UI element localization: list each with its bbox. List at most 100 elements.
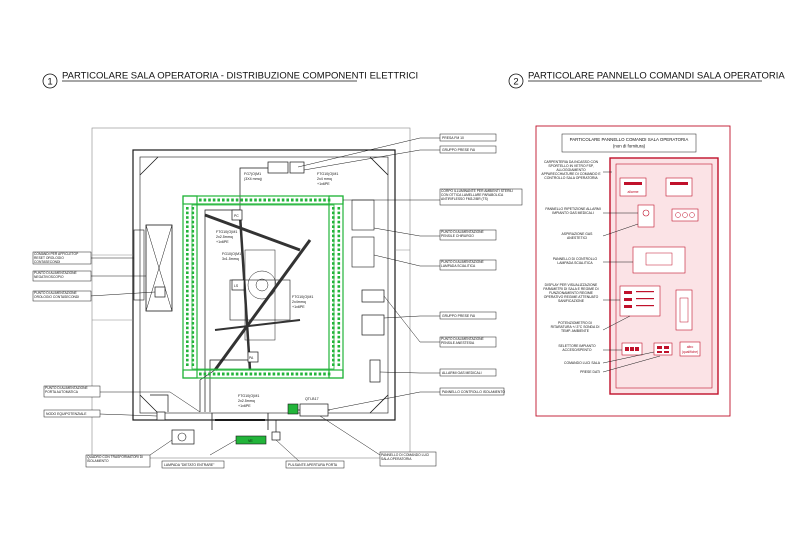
- light-cell: [191, 276, 195, 279]
- light-cell: [186, 303, 189, 307]
- label-quadro-trasformatori: QUADRO CON TRASFORMATORI DI ISOLAMENTO: [87, 455, 143, 463]
- left-number: 1: [47, 77, 52, 88]
- light-cell: [332, 326, 335, 330]
- light-cell: [337, 276, 341, 279]
- light-cell: [286, 372, 289, 376]
- alarm-panel-text: allarme: [627, 190, 638, 194]
- light-cell: [191, 280, 195, 284]
- light-cell: [186, 207, 189, 210]
- light-cell: [191, 271, 195, 274]
- light-cell: [337, 211, 341, 215]
- light-cell: [332, 308, 335, 311]
- light-cell: [332, 230, 335, 233]
- light-cell: [332, 349, 335, 353]
- leader: [100, 391, 201, 413]
- light-cell: [332, 345, 335, 348]
- light-cell: [203, 372, 207, 376]
- panel-title-box: [561, 133, 697, 153]
- outer-wall: [91, 127, 411, 459]
- light-cell: [186, 322, 189, 325]
- light-cell: [186, 243, 189, 247]
- light-cell: [199, 198, 202, 202]
- light-cell: [186, 345, 189, 348]
- pc-box: [231, 209, 243, 221]
- light-cell: [286, 198, 289, 202]
- light-cell: [191, 207, 195, 210]
- cabinet-inner: [615, 163, 713, 389]
- light-cell: [337, 207, 341, 210]
- light-cell: [191, 349, 195, 353]
- light-cell: [337, 354, 341, 357]
- right-number: 2: [513, 77, 518, 88]
- light-cell: [337, 248, 341, 251]
- light-cell: [191, 331, 195, 334]
- ceiling-light-cells: [186, 198, 341, 376]
- light-cell: [337, 262, 341, 265]
- light-cell: [291, 372, 294, 376]
- light-cell: [212, 372, 216, 376]
- light-cell: [327, 198, 331, 202]
- light-cell: [191, 211, 195, 215]
- light-cell: [222, 198, 225, 202]
- light-cell: [203, 198, 207, 202]
- light-cell: [191, 239, 195, 242]
- cable-label-5: FTG10(O)M1 2x4mmq +1x6PE: [292, 295, 313, 309]
- alarm-button-icons: [675, 212, 695, 218]
- cable-type: FG7(O)M1: [244, 172, 261, 176]
- vertical-display-screen: [679, 297, 689, 323]
- data-socket-ports: [657, 346, 669, 353]
- corner-tl: [139, 156, 159, 176]
- surgical-lamp-inner: [255, 278, 269, 292]
- gas-aspiration-knob: [642, 209, 650, 217]
- light-cell: [337, 216, 341, 219]
- light-cell: [332, 220, 335, 224]
- light-cell: [332, 271, 335, 274]
- label-aspirazione: ASPIRAZIONE GAS ANESTETICI: [562, 232, 593, 240]
- label-text: SELETTORE IMPIANTO ACCESO/SPENTO: [558, 344, 596, 353]
- floor-plan: [91, 127, 411, 459]
- leader: [383, 315, 440, 319]
- light-cell: [337, 349, 341, 353]
- light-cell: [186, 257, 189, 261]
- light-cell: [191, 294, 195, 297]
- light-cell: [186, 211, 189, 215]
- label-gruppo-prese-right: GRUPPO PRESE FAI: [442, 314, 475, 318]
- light-cell: [199, 372, 202, 376]
- socket-group-right-2: [361, 289, 385, 303]
- light-cell: [295, 198, 299, 202]
- left-title: PARTICOLARE SALA OPERATORIA - DISTRIBUZI…: [62, 71, 418, 82]
- clock-box: [154, 286, 166, 298]
- light-cell: [191, 257, 195, 261]
- isolation-panel-box: [299, 403, 329, 417]
- corner-tr: [369, 156, 389, 176]
- light-cell: [332, 239, 335, 242]
- light-cell: [186, 335, 189, 339]
- left-number-circle: [42, 73, 58, 89]
- tag-ls: LS: [234, 284, 239, 288]
- left-callouts: [89, 257, 301, 463]
- panel-leaders: [602, 171, 661, 373]
- pendant-arm: [214, 319, 301, 331]
- label-text: DISPLAY PER VISUALIZZAZIONE PARAMETRI DI…: [543, 283, 599, 304]
- light-cell: [332, 289, 335, 293]
- light-cell: [191, 216, 195, 219]
- light-cell: [309, 198, 312, 202]
- light-cell: [332, 225, 335, 228]
- light-cell: [332, 317, 335, 320]
- devices: [154, 161, 385, 445]
- leader: [602, 355, 661, 373]
- light-cell: [186, 234, 189, 238]
- cable-type: FTG10(O)M1: [292, 295, 313, 299]
- light-cell: [337, 266, 341, 270]
- light-cell: [191, 335, 195, 339]
- cable-pe: +1x6PE: [317, 182, 330, 186]
- light-cell: [186, 262, 189, 265]
- light-cell: [254, 198, 257, 202]
- ceiling-lights-frame: [182, 195, 344, 379]
- light-cell: [191, 230, 195, 233]
- light-cell: [186, 331, 189, 334]
- leader: [602, 315, 631, 331]
- pendant-arm: [238, 214, 252, 371]
- tag-pc: PC: [234, 214, 239, 218]
- light-cell: [332, 280, 335, 284]
